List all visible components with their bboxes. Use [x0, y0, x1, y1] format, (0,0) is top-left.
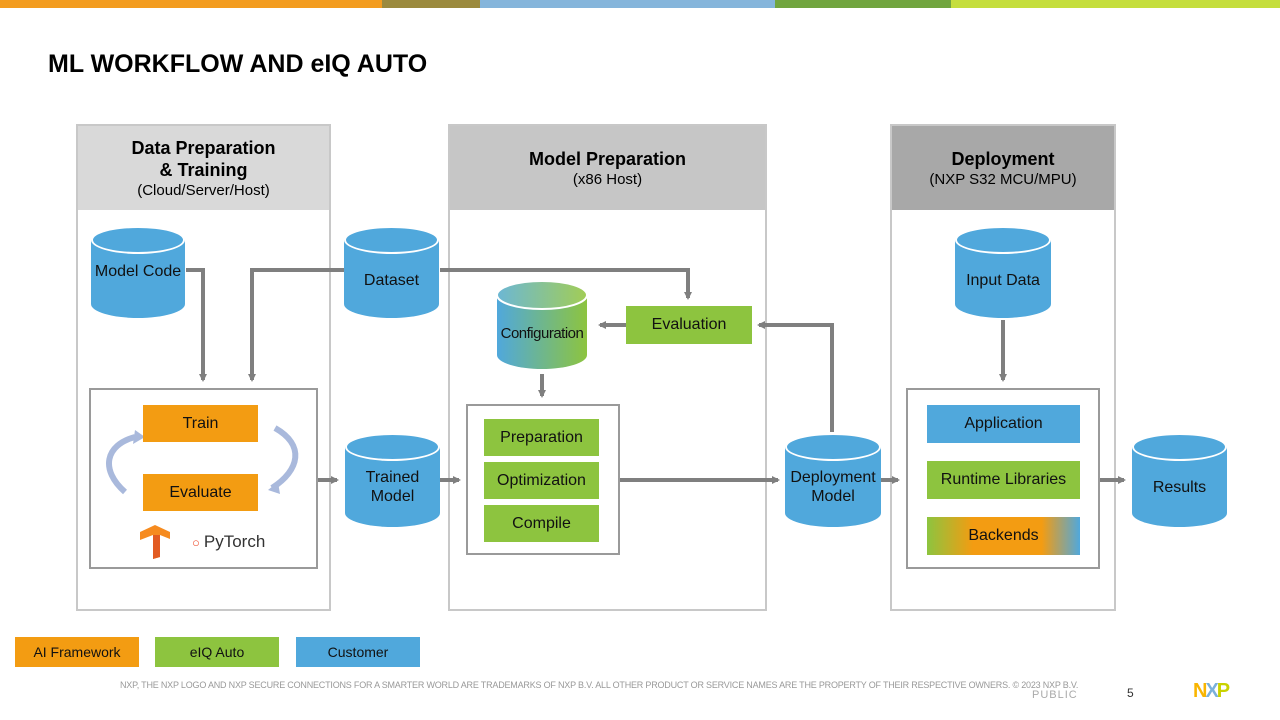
page-number: 5	[1127, 686, 1134, 700]
panel-subtitle: (Cloud/Server/Host)	[137, 182, 270, 199]
slide-title: ML WORKFLOW AND eIQ AUTO	[48, 50, 428, 78]
panel-header: Model Preparation (x86 Host)	[450, 126, 765, 210]
runtime-libraries-box: Runtime Libraries	[927, 461, 1080, 499]
cylinder-top	[955, 226, 1051, 254]
arrow-dataset-to-train	[248, 268, 345, 382]
application-box: Application	[927, 405, 1080, 443]
cycle-arrowhead-right	[268, 482, 280, 494]
panel-title: Deployment	[951, 149, 1055, 169]
input-data-cylinder: Input Data	[955, 226, 1051, 318]
model-code-label: Model Code	[94, 263, 182, 280]
dataset-cylinder: Dataset	[344, 226, 439, 318]
train-box: Train	[143, 405, 258, 442]
tensorflow-logo-icon	[138, 524, 172, 560]
panel-title: Data Preparation & Training	[131, 138, 276, 180]
preparation-box: Preparation	[484, 419, 599, 456]
optimization-box: Optimization	[484, 462, 599, 499]
logo-x: X	[1205, 680, 1218, 702]
legend-customer: Customer	[296, 637, 420, 667]
bar-segment-olive	[382, 0, 480, 8]
bar-segment-orange	[0, 0, 382, 8]
configuration-cylinder	[496, 280, 588, 369]
results-label: Results	[1152, 479, 1207, 496]
cylinder-top	[345, 433, 440, 461]
trained-model-cylinder: Trained Model	[345, 433, 440, 527]
logo-n: N	[1193, 680, 1208, 702]
bar-segment-green	[775, 0, 951, 8]
panel-header: Data Preparation & Training (Cloud/Serve…	[78, 126, 329, 210]
arrow-modelcode-to-train	[186, 268, 207, 382]
evaluation-box: Evaluation	[626, 306, 752, 344]
cylinder-top	[344, 226, 439, 254]
compile-box: Compile	[484, 505, 599, 542]
cycle-arrow-left	[106, 434, 136, 495]
model-code-cylinder: Model Code	[91, 226, 185, 318]
panel-header: Deployment (NXP S32 MCU/MPU)	[892, 126, 1114, 210]
panel-subtitle: (x86 Host)	[572, 171, 643, 188]
configuration-label: Configuration	[500, 325, 584, 342]
backends-box: Backends	[927, 517, 1080, 555]
cylinder-top	[785, 433, 881, 461]
classification-label: PUBLIC	[1032, 689, 1078, 701]
bar-segment-blue	[480, 0, 775, 8]
trained-model-label: Trained Model	[365, 469, 420, 505]
deployment-model-cylinder: Deployment Model	[785, 433, 881, 527]
cycle-arrow-right	[270, 425, 299, 491]
pytorch-logo: ○ PyTorch	[192, 532, 265, 552]
panel-title: Model Preparation	[528, 149, 687, 169]
deployment-model-label: Deployment Model	[790, 469, 876, 505]
dataset-label: Dataset	[363, 272, 420, 289]
cylinder-top	[91, 226, 185, 254]
input-data-label: Input Data	[966, 272, 1040, 289]
legend-eiq-auto: eIQ Auto	[155, 637, 279, 667]
evaluate-box: Evaluate	[143, 474, 258, 511]
pytorch-label: PyTorch	[203, 532, 266, 551]
panel-subtitle: (NXP S32 MCU/MPU)	[929, 171, 1077, 188]
pytorch-flame-icon: ○	[192, 534, 200, 550]
bar-segment-lime	[951, 0, 1280, 8]
footer-disclaimer: NXP, THE NXP LOGO AND NXP SECURE CONNECT…	[120, 680, 1079, 690]
results-cylinder: Results	[1132, 433, 1227, 527]
cylinder-top	[1132, 433, 1227, 461]
logo-p: P	[1216, 680, 1230, 702]
arrow-deployment-model-to-evaluation	[757, 321, 834, 432]
nxp-logo: NXP	[1193, 680, 1230, 703]
arrow-dataset-to-evaluation	[440, 268, 692, 300]
cycle-arrowhead-left	[133, 430, 145, 444]
legend-ai-framework: AI Framework	[15, 637, 139, 667]
top-color-bar	[0, 0, 1280, 8]
